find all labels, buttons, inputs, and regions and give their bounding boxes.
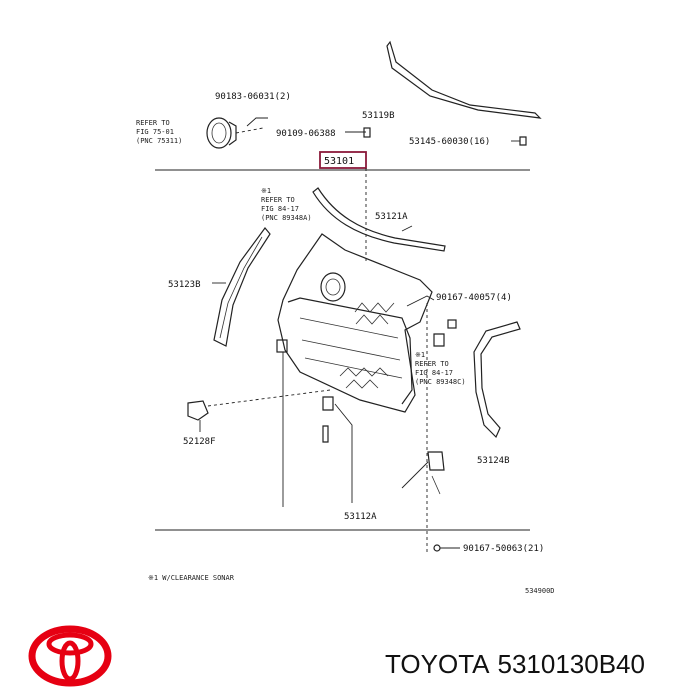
- refer-fig-84-17a-line2: FIG 84-17: [261, 205, 299, 213]
- label-90183: 90183-06031(2): [215, 92, 291, 102]
- refer-mark-1: ※1: [261, 187, 271, 195]
- bolt-90109: [363, 127, 371, 138]
- emblem-leader: [235, 127, 264, 134]
- radiator-grille-53112a: [276, 233, 433, 413]
- clip-center-upper: [322, 396, 334, 411]
- label-52128f: 52128F: [183, 437, 216, 447]
- figure-code: 534900D: [525, 587, 555, 595]
- label-53112a: 53112A: [344, 512, 377, 522]
- upper-moulding-53119b: [386, 40, 542, 119]
- refer-mark-2: ※1: [415, 351, 425, 359]
- refer-fig-75-01-line1: REFER TO: [136, 119, 170, 127]
- leader-53121a: [401, 225, 413, 232]
- clip-90167-40057: [447, 319, 457, 329]
- part-number: 5310130B40: [497, 649, 645, 679]
- clip-53145: [519, 136, 527, 146]
- leader-52128f-dashed: [207, 389, 331, 407]
- label-90167-50063: 90167-50063(21): [463, 544, 544, 554]
- clip-90167-50063: [433, 544, 441, 552]
- emblem-part-75311: [206, 117, 237, 149]
- refer-fig-84-17a-line3: (PNC 89348A): [261, 214, 312, 222]
- bracket-lower-right: [427, 451, 445, 471]
- clip-90183-leader: [246, 117, 268, 127]
- refer-fig-84-17c-line2: FIG 84-17: [415, 369, 453, 377]
- label-90167-40057: 90167-40057(4): [436, 293, 512, 303]
- brand-name: TOYOTA: [385, 649, 490, 679]
- sensor-bracket-right: [433, 333, 445, 347]
- label-53101-highlighted: 53101: [324, 156, 354, 167]
- highlight-box-53101: [319, 151, 367, 169]
- refer-fig-84-17c-line3: (PNC 89348C): [415, 378, 466, 386]
- refer-fig-84-17c-line1: REFER TO: [415, 360, 449, 368]
- label-90109: 90109-06388: [276, 129, 336, 139]
- toyota-logo: [28, 625, 112, 687]
- label-53123b: 53123B: [168, 280, 201, 290]
- label-53119b: 53119B: [362, 111, 395, 121]
- label-53145: 53145-60030(16): [409, 137, 490, 147]
- bracket-52128f: [187, 400, 209, 421]
- moulding-53123b: [213, 227, 271, 347]
- refer-fig-75-01-line3: (PNC 75311): [136, 137, 182, 145]
- label-53124b: 53124B: [477, 456, 510, 466]
- leader-53112a-right: [401, 461, 429, 489]
- footnote-clearance-sonar: ※1 W/CLEARANCE SONAR: [148, 574, 235, 582]
- moulding-53124b: [473, 321, 521, 439]
- refer-fig-84-17a-line1: REFER TO: [261, 196, 295, 204]
- moulding-53121a: [312, 187, 446, 252]
- leader-90167-40057: [406, 295, 435, 307]
- leader-53112a: [334, 403, 353, 503]
- refer-fig-75-01-line2: FIG 75-01: [136, 128, 174, 136]
- clip-center-lower: [322, 425, 329, 443]
- label-53121a: 53121A: [375, 212, 408, 222]
